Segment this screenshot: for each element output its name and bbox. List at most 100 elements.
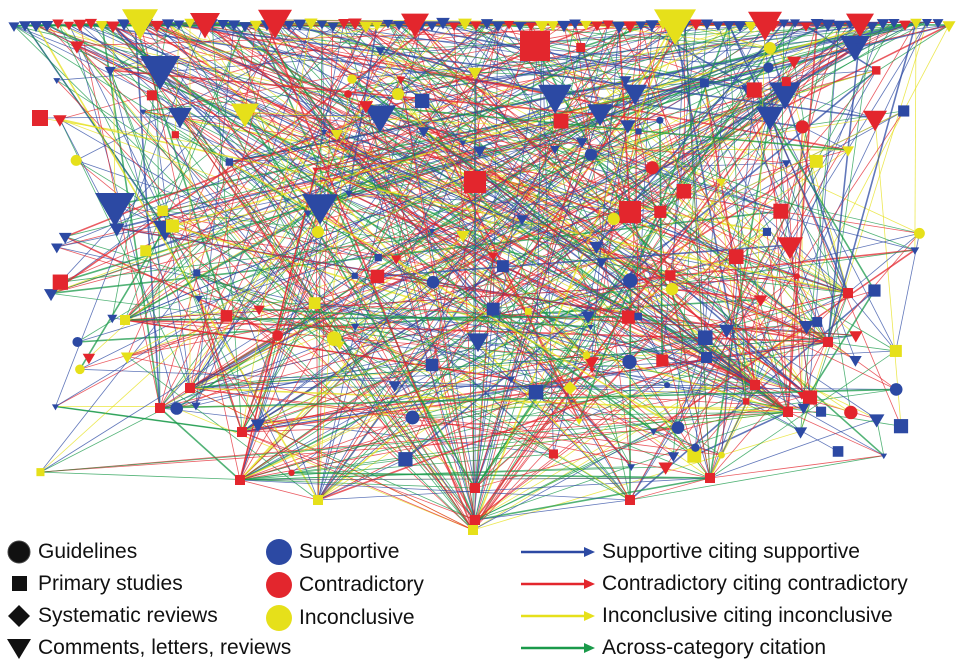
primary-study-node bbox=[414, 93, 430, 109]
citation-edge bbox=[787, 126, 803, 413]
citation-edge bbox=[189, 190, 685, 389]
citation-edge bbox=[472, 161, 817, 531]
comment-node bbox=[538, 84, 572, 114]
comment-node bbox=[63, 21, 75, 31]
legend-edge-contradictory-label: Contradictory citing contradictory bbox=[602, 572, 908, 595]
primary-study-node bbox=[235, 475, 245, 485]
citation-edge bbox=[847, 233, 920, 294]
comment-node bbox=[69, 41, 85, 54]
comment-node bbox=[580, 311, 596, 324]
citation-edge bbox=[172, 117, 876, 227]
citation-edge bbox=[580, 25, 752, 48]
legend-edge-contradictory: Contradictory citing contradictory bbox=[520, 570, 908, 598]
citation-edge bbox=[347, 93, 476, 521]
primary-study-node bbox=[816, 406, 827, 417]
comment-node bbox=[191, 402, 201, 411]
comment-node bbox=[786, 56, 802, 69]
triangle-down-icon bbox=[7, 639, 31, 659]
citation-edge bbox=[574, 22, 695, 456]
primary-study-node bbox=[619, 201, 641, 223]
citation-edge bbox=[405, 24, 840, 460]
citation-edge bbox=[365, 104, 849, 151]
primary-study-node bbox=[528, 384, 544, 400]
citation-edge bbox=[266, 23, 474, 531]
citation-edge bbox=[159, 25, 807, 409]
citation-edge bbox=[662, 23, 789, 413]
comment-node bbox=[359, 21, 373, 34]
citation-edge bbox=[629, 455, 884, 501]
primary-study-node bbox=[351, 272, 358, 279]
primary-study-node bbox=[728, 249, 744, 265]
citation-edge bbox=[179, 114, 474, 531]
guideline-node bbox=[312, 226, 324, 238]
comment-node bbox=[82, 353, 96, 365]
comment-node bbox=[756, 106, 784, 131]
legend-edge-supportive: Supportive citing supportive bbox=[520, 538, 860, 566]
citation-edge bbox=[317, 141, 583, 501]
citation-edge bbox=[553, 387, 571, 455]
comment-node bbox=[619, 76, 632, 87]
primary-study-node bbox=[621, 310, 636, 324]
comment-node bbox=[107, 314, 118, 324]
comment-node bbox=[602, 20, 614, 30]
comment-node bbox=[348, 18, 362, 31]
guideline-node bbox=[623, 273, 638, 288]
citation-edge bbox=[629, 477, 711, 501]
comment-node bbox=[428, 229, 436, 235]
citation-edge bbox=[343, 22, 464, 143]
citation-edge bbox=[474, 25, 543, 489]
legend-supportive: Supportive bbox=[265, 538, 399, 566]
comment-node bbox=[52, 19, 64, 30]
comment-node bbox=[426, 22, 438, 32]
primary-study-node bbox=[524, 308, 532, 315]
citation-edge bbox=[114, 204, 537, 393]
citation-edge bbox=[13, 25, 695, 457]
citation-edge bbox=[77, 167, 653, 343]
citation-edge bbox=[684, 24, 711, 479]
comment-node bbox=[350, 323, 360, 332]
citation-edge bbox=[59, 118, 849, 294]
citation-edge bbox=[56, 246, 722, 456]
citation-edge bbox=[721, 256, 737, 456]
citation-edge bbox=[578, 292, 849, 422]
citation-edge bbox=[241, 391, 537, 433]
primary-study-node bbox=[220, 310, 233, 322]
citation-edge bbox=[800, 292, 849, 432]
comment-node bbox=[800, 22, 812, 32]
citation-edge bbox=[348, 192, 756, 386]
citation-edge bbox=[400, 78, 849, 294]
primary-study-node bbox=[157, 205, 168, 217]
primary-study-node bbox=[464, 171, 486, 193]
guideline-node bbox=[75, 364, 85, 375]
primary-study-node bbox=[468, 525, 478, 535]
citation-edge bbox=[257, 341, 829, 425]
citation-edge bbox=[535, 391, 631, 501]
citation-edge bbox=[167, 22, 474, 531]
comment-node bbox=[239, 22, 251, 33]
citation-edge bbox=[40, 407, 804, 473]
citation-edge bbox=[808, 290, 876, 396]
citation-edge bbox=[189, 341, 829, 389]
citation-edge bbox=[241, 302, 315, 433]
citation-edge bbox=[726, 325, 807, 330]
citation-edge bbox=[167, 22, 523, 220]
citation-edge bbox=[76, 45, 178, 409]
citation-edge bbox=[800, 24, 840, 432]
guideline-node bbox=[72, 336, 83, 348]
citation-edge bbox=[75, 22, 345, 161]
primary-study-node bbox=[843, 288, 853, 298]
comment-node bbox=[942, 21, 956, 33]
citation-edge bbox=[274, 19, 556, 96]
primary-study-node bbox=[155, 403, 165, 413]
primary-study-node bbox=[193, 269, 201, 277]
citation-edge bbox=[769, 114, 789, 413]
legend-primary-studies-label: Primary studies bbox=[38, 572, 183, 595]
comment-node bbox=[401, 13, 429, 38]
comment-node bbox=[304, 18, 318, 30]
citation-edge bbox=[671, 288, 761, 301]
comment-node bbox=[910, 18, 922, 29]
citation-edge bbox=[307, 22, 345, 213]
primary-study-node bbox=[781, 77, 791, 87]
comment-node bbox=[849, 331, 863, 343]
citation-edge bbox=[13, 25, 413, 418]
